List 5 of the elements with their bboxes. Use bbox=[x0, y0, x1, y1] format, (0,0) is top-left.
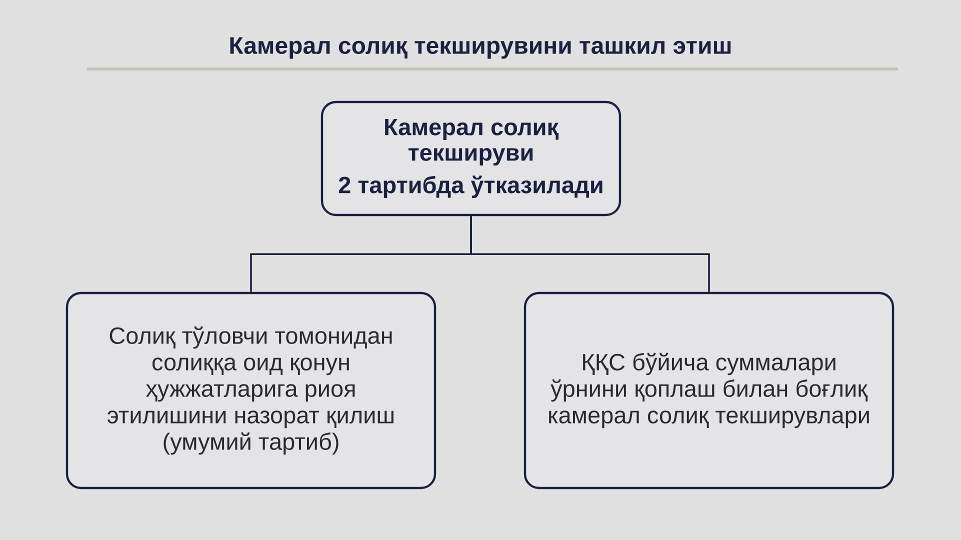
title: Камерал солиқ текширувини ташкил этиш bbox=[230, 37, 731, 59]
process-box: Камерал солиқ текшируви 2 тартибда ўтказилади bbox=[320, 100, 622, 216]
process-box: ҚҚС бўйича суммалари ўрнини қоплаш билан боғлиқ камерал солиқ текширувлари bbox=[524, 292, 894, 490]
connector-line bbox=[470, 216, 710, 292]
process-box: Солиқ тўловчи томонидан солиққа оид қонун ҳужжатларига риоя этилишини назорат қилиш (умумий тартиб) bbox=[66, 292, 436, 490]
